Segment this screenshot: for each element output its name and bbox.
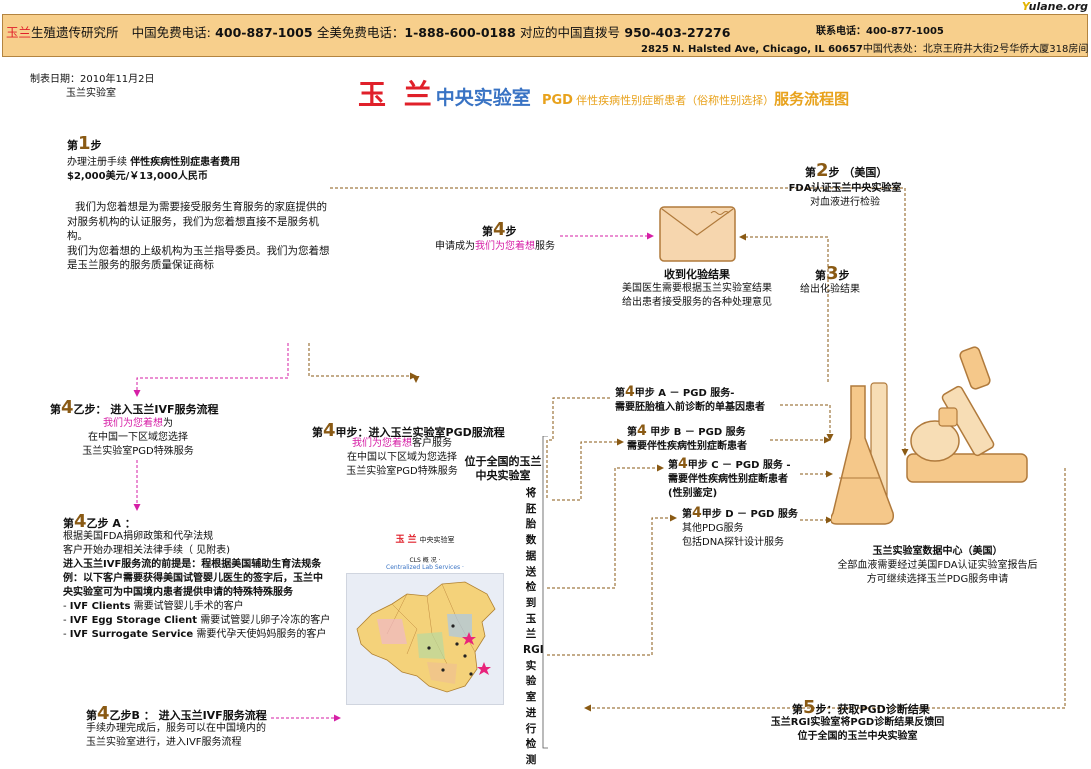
- center-lab: 位于全国的玉兰 中央实验室: [464, 455, 542, 482]
- step3-label: 第3步: [815, 263, 850, 284]
- org-name: 玉兰实验室: [66, 88, 116, 99]
- contact-phone: 联系电话：400-877-1005: [816, 26, 944, 37]
- step2-text: FDA认证玉兰中央实验室 对血液进行检验: [788, 183, 902, 208]
- header-bar: [2, 14, 1088, 57]
- us-phone: 1-888-600-0188: [404, 25, 516, 40]
- step5-label: 第5步：获取PGD诊断结果: [792, 697, 930, 718]
- step4a-text: 我们为您着想客户服务 在中国以下区域为您选择 玉兰实验室PGD特殊服务: [346, 438, 458, 477]
- step4bB-label: 第4乙步B ： 进入玉兰IVF服务流程: [86, 703, 267, 724]
- bracket-line: [542, 436, 548, 749]
- envelope-icon: [659, 206, 736, 262]
- list-item: - IVF Surrogate Service 需要代孕天使妈妈服务的客户: [63, 629, 327, 640]
- pgd-a: 第4甲步 A － PGD 服务- 需要胚胎植入前诊断的单基因患者: [615, 384, 765, 413]
- step3-text: 给出化验结果: [800, 284, 860, 295]
- step4b-text: 我们为您着想为 在中国一下区域您选择 玉兰实验室PGD特殊服务: [82, 418, 194, 457]
- microscope-icon: [906, 346, 1028, 483]
- step4bA-label: 第4乙步 A ：: [63, 511, 136, 532]
- step4-label: 第4步: [482, 219, 517, 240]
- step4bA-text: 根据美国FDA捐卵政策和代孕法规 客户开始办理相关法律手续（ 见附表) 进入玉兰…: [63, 531, 331, 640]
- list-item: - IVF Egg Storage Client 需要试管婴儿卵子冷冻的客户: [63, 615, 331, 626]
- map-caption: 玉 兰 中央实验室 CLS 概 况 · Centralized Lab Serv…: [386, 535, 464, 571]
- page-title: 玉 兰中央实验室 PGD 伴性疾病性别症断患者（俗称性别选择）服务流程图: [358, 78, 850, 111]
- site-logo[interactable]: Yulane.org: [1021, 0, 1088, 13]
- step5-text: 玉兰RGI实验室将PGD诊断结果反馈回 位于全国的玉兰中央实验室: [770, 717, 945, 742]
- wfor-you-link[interactable]: 我们为您着想: [352, 438, 412, 449]
- results-block: 收到化验结果 美国医生需要根据玉兰实验室结果 给出患者接受服务的各种处理意见: [622, 268, 772, 308]
- step1-text: 办理注册手续 伴性疾病性别症患者费用 $2,000美元/￥13,000人民币 我…: [67, 157, 330, 271]
- vertical-flow-text: 将胚胎数据送检到玉兰RGI实验室进行检测: [523, 487, 544, 766]
- pgd-c: 第4甲步 C － PGD 服务 - 需要伴性疾病性别症断患者 (性别鉴定): [668, 456, 791, 499]
- step4-text: 申请成为我们为您着想服务: [435, 241, 555, 252]
- direct-phone: 950-403-27276: [624, 25, 731, 40]
- pgd-d: 第4甲步 D － PGD 服务 其他PDG服务 包括DNA探针设计服务: [682, 505, 798, 548]
- wfor-you-link[interactable]: 我们为您着想: [475, 241, 535, 252]
- datacenter-block: 玉兰实验室数据中心（美国） 全部血液需要经过美国FDA认证实验室报告后 方可继续…: [837, 546, 1038, 585]
- china-map-image: [346, 573, 504, 705]
- list-item: - IVF Clients 需要试管婴儿手术的客户: [63, 601, 244, 612]
- brand-name: 玉兰: [6, 25, 32, 40]
- step1-label: 第1步: [67, 133, 102, 154]
- china-phone: 400-887-1005: [215, 25, 313, 40]
- flow-connectors: [133, 187, 1066, 722]
- wfor-you-link[interactable]: 我们为您着想: [103, 418, 163, 429]
- flask-icon: [831, 382, 895, 525]
- table-date: 制表日期：2010年11月2日 玉兰实验室: [30, 74, 155, 99]
- pgd-b: 第4 甲步 B － PGD 服务 需要伴性疾病性别症断患者: [627, 423, 747, 452]
- step4bB-text: 手续办理完成后，服务可以在中国境内的 玉兰实验室进行，进入IVF服务流程: [86, 723, 266, 748]
- china-map-icon: [356, 581, 496, 693]
- step4a-label: 第4甲步：进入玉兰实验室PGD服流程: [312, 420, 505, 441]
- step2-label: 第2步 （美国）: [805, 160, 888, 181]
- address-line: 2825 N. Halsted Ave, Chicago, IL 60657中国…: [641, 44, 1089, 55]
- header-phones: 玉兰生殖遗传研究所 中国免费电话: 400-887-1005 全美免费电话：1-…: [6, 25, 731, 40]
- step4b-label: 第4乙步： 进入玉兰IVF服务流程: [50, 397, 219, 418]
